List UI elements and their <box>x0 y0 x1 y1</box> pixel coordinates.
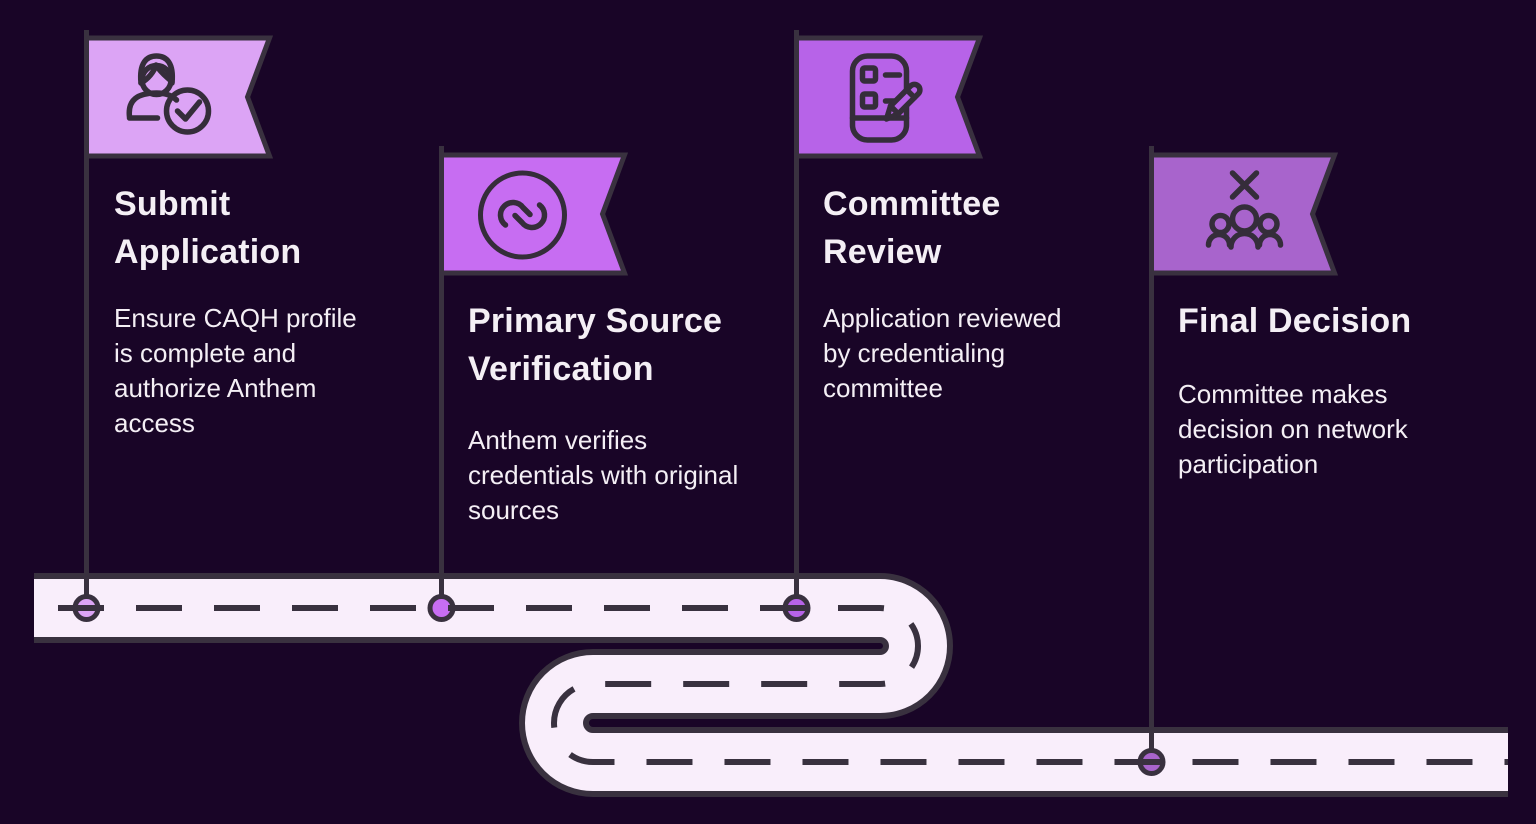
road-surface <box>34 579 1508 791</box>
flag-4-banner <box>1149 152 1339 276</box>
step-1-title: Submit Application <box>114 185 302 271</box>
road <box>34 573 1508 797</box>
flag-3-banner <box>794 35 984 159</box>
step-1-description: Ensure CAQH profile is complete and auth… <box>114 303 357 438</box>
linked-verification-icon <box>478 170 567 260</box>
flag-4 <box>1149 152 1339 276</box>
step-2-description: Anthem verifies credentials with origina… <box>468 425 739 525</box>
flag-1-banner <box>84 35 274 159</box>
committee-x-icon <box>1205 170 1284 250</box>
checklist-pencil-icon <box>849 53 923 143</box>
flag-2 <box>439 152 629 276</box>
flag-1 <box>84 35 274 159</box>
step-2-title: Primary Source Verification <box>468 302 723 388</box>
step-3-text: Committee Review Application reviewed by… <box>823 180 1085 406</box>
step-2-text: Primary Source Verification Anthem verif… <box>468 297 768 528</box>
step-4-title: Final Decision <box>1178 302 1412 340</box>
step-3-title: Committee Review <box>823 185 1001 271</box>
person-check-icon <box>126 53 212 135</box>
step-4-text: Final Decision Committee makes decision … <box>1178 297 1454 482</box>
flag-2-banner <box>439 152 629 276</box>
flag-3 <box>794 35 984 159</box>
step-4-description: Committee makes decision on network part… <box>1178 379 1408 479</box>
step-3-description: Application reviewed by credentialing co… <box>823 303 1062 403</box>
step-1-text: Submit Application Ensure CAQH profile i… <box>114 180 376 441</box>
